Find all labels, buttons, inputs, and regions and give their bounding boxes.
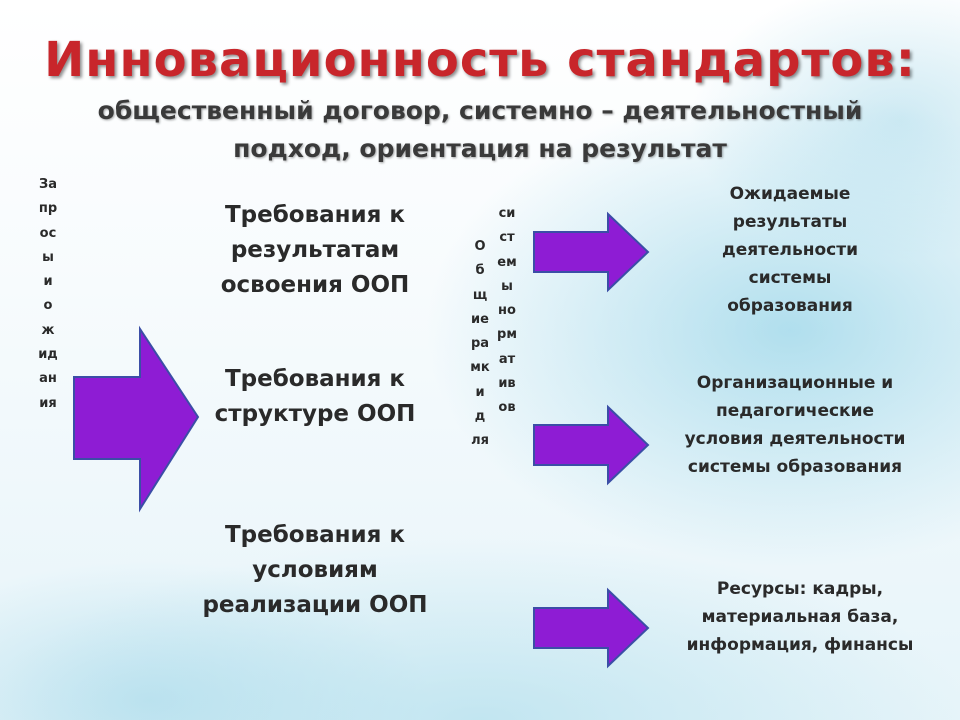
vertical-text-requests: Запросы и ожидания	[38, 177, 58, 411]
slide-subtitle: общественный договор, системно – деятель…	[97, 96, 863, 163]
result-resources: Ресурсы: кадры, материальная база, инфор…	[686, 579, 914, 655]
result-expected: Ожидаемые результаты деятельности систем…	[721, 184, 859, 316]
big-arrow-icon	[73, 325, 200, 513]
vertical-text-general-frame: Общие рамки для	[470, 239, 490, 449]
vertical-text-normative-system: системы норматив ов	[497, 206, 517, 416]
arrow-results-icon	[533, 211, 650, 293]
requirement-conditions: Требования к условиям реализации ООП	[202, 522, 428, 618]
requirement-structure: Требования к структуре ООП	[214, 366, 416, 427]
slide-title: Инновационность стандартов:	[44, 32, 916, 88]
arrow-conditions-icon	[533, 404, 650, 486]
requirement-results: Требования к результатам освоения ООП	[220, 202, 410, 298]
arrow-resources-icon	[533, 587, 650, 669]
result-conditions: Организационные и педагогические условия…	[684, 373, 906, 477]
